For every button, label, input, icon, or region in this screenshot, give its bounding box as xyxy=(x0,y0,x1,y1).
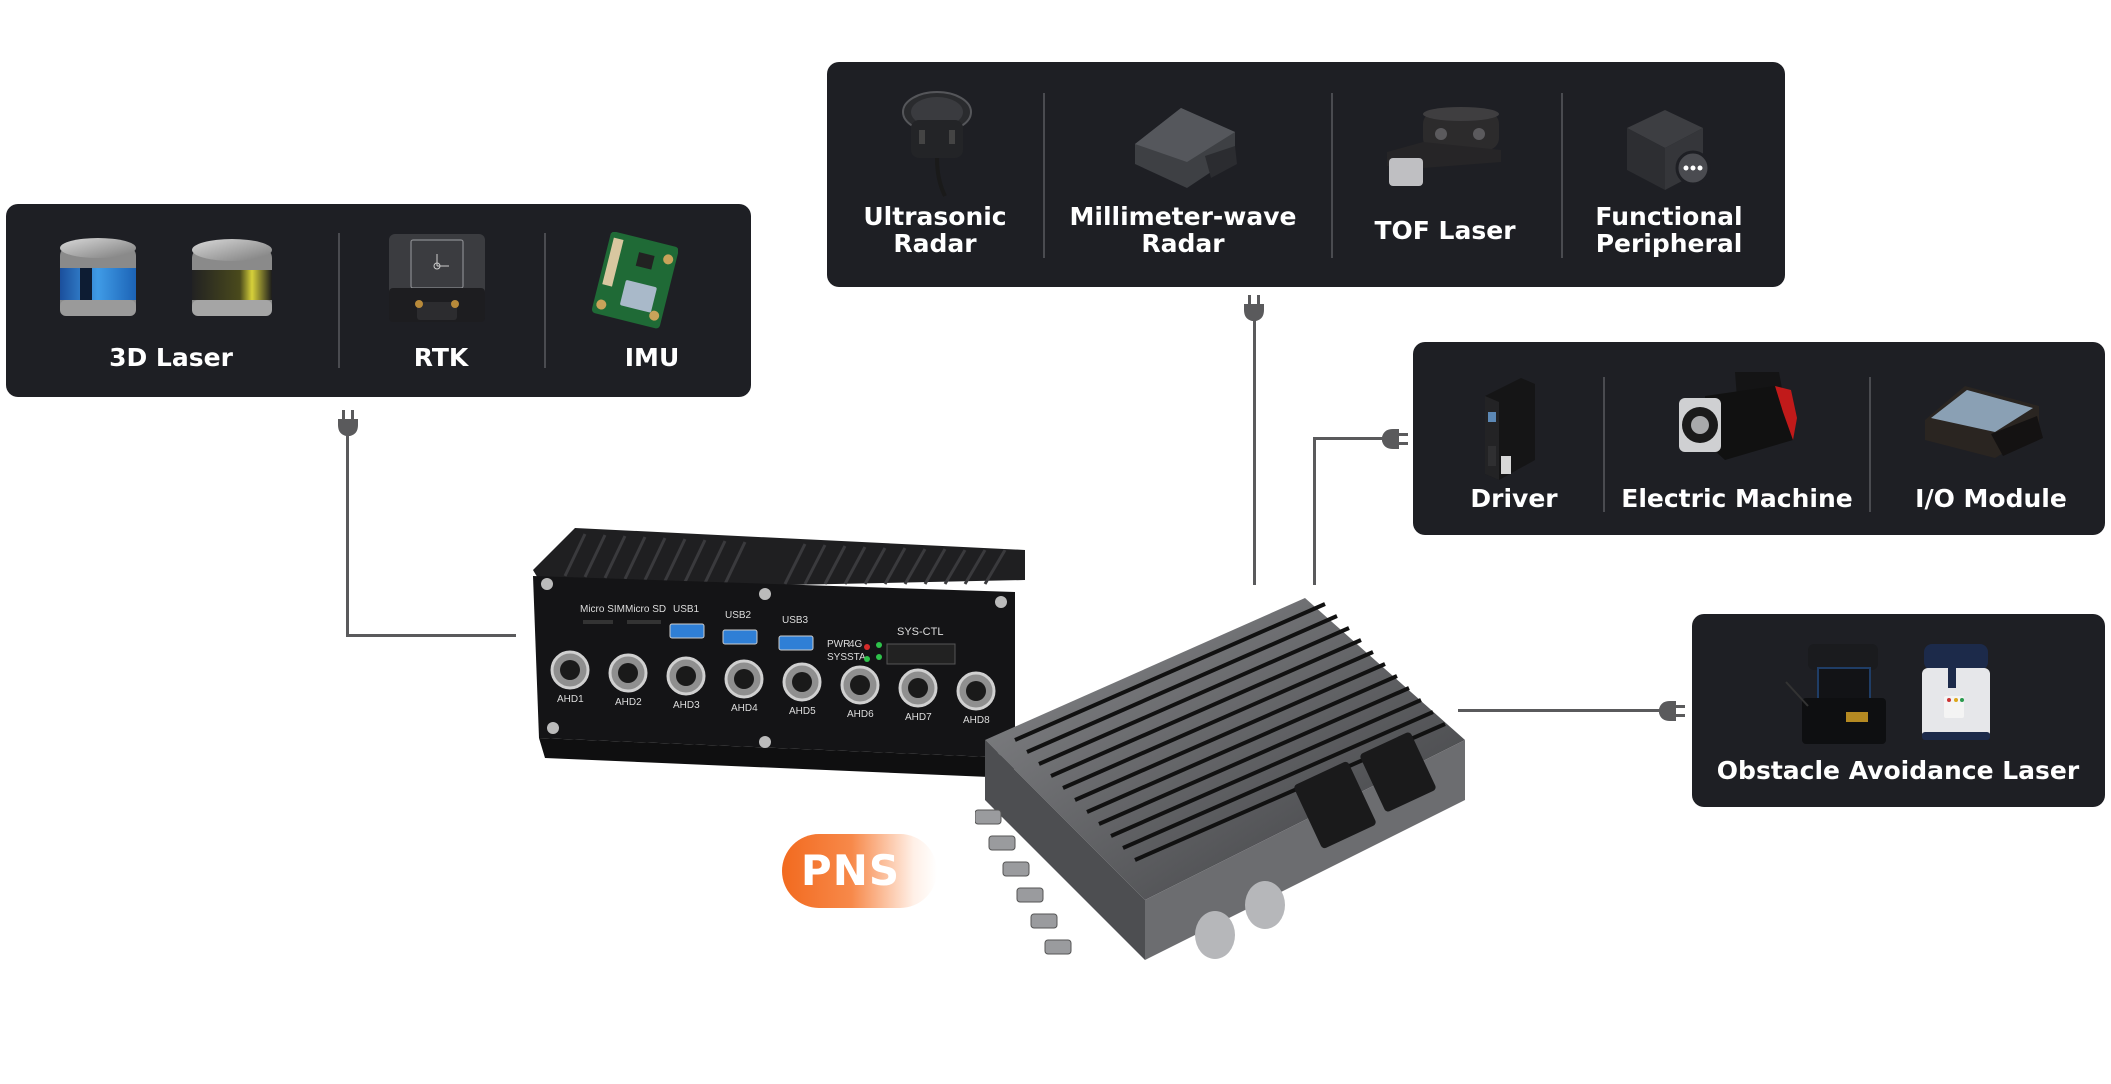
ahd-port-socket xyxy=(966,681,986,701)
actuation-group: Driver Electric Machine I/O Module xyxy=(1413,342,2105,535)
industrial-controller-front: Micro SIM Micro SD USB1 USB2 USB3 PWR 4G… xyxy=(533,528,1025,778)
ahd-port-label: AHD7 xyxy=(905,712,932,723)
peripheral-box-icon xyxy=(1627,110,1711,190)
servo-motor-icon xyxy=(1679,372,1797,460)
ahd-port-label: AHD3 xyxy=(673,700,700,711)
plug-icon xyxy=(1659,701,1685,721)
connection-wire-left xyxy=(346,434,349,637)
divider xyxy=(1331,93,1333,258)
plug-icon xyxy=(1244,295,1264,321)
item-label-io-module: I/O Module xyxy=(1915,484,2067,513)
safety-group: Obstacle Avoidance Laser xyxy=(1692,614,2105,807)
usb-label: USB2 xyxy=(725,610,752,621)
connection-wire-top xyxy=(1253,320,1256,585)
led-label: STA xyxy=(847,652,866,663)
pns-badge: PNS xyxy=(782,834,937,908)
label-line: Ultrasonic xyxy=(863,202,1007,231)
usb-label: USB1 xyxy=(673,604,700,615)
plug-icon xyxy=(1382,429,1408,449)
item-label-imu: IMU xyxy=(624,343,680,372)
ahd-port-socket xyxy=(560,660,580,680)
divider xyxy=(1603,377,1605,512)
divider xyxy=(1869,377,1871,512)
item-label-driver: Driver xyxy=(1470,484,1558,513)
plug-icon xyxy=(338,410,358,436)
label-line: Radar xyxy=(893,229,977,258)
sensor-group-perception: Ultrasonic Radar Millimeter-wave Radar T… xyxy=(827,62,1785,287)
slot-label: Micro SD xyxy=(625,604,666,615)
item-label-tof-laser: TOF Laser xyxy=(1374,216,1516,245)
divider xyxy=(544,233,546,368)
pns-controller xyxy=(975,598,1465,960)
label-line: Radar xyxy=(1141,229,1225,258)
ahd-port-socket xyxy=(792,672,812,692)
connection-wire-actuation xyxy=(1313,437,1316,585)
usb-label: USB3 xyxy=(782,615,809,626)
safety-laser-scanner-icon xyxy=(1785,644,1990,744)
header-label: SYS-CTL xyxy=(897,626,943,638)
item-label-rtk: RTK xyxy=(413,343,469,372)
led-label: SYS xyxy=(827,652,847,663)
item-label-functional-peripheral: Functional Peripheral xyxy=(1595,203,1742,257)
pns-badge-text: PNS xyxy=(800,846,901,895)
divider xyxy=(1561,93,1563,258)
divider xyxy=(1043,93,1045,258)
label-line: Functional xyxy=(1595,202,1743,231)
servo-driver-icon xyxy=(1485,378,1535,480)
ahd-port-label: AHD8 xyxy=(963,715,990,726)
connection-wire-safety xyxy=(1458,709,1660,712)
connection-wire-actuation xyxy=(1313,437,1383,440)
label-line: Millimeter-wave xyxy=(1069,202,1297,231)
sensor-group-positioning: 3D Laser RTK IMU xyxy=(6,204,751,397)
io-module-icon xyxy=(1925,386,2043,458)
ahd-port-socket xyxy=(734,669,754,689)
item-label-electric-machine: Electric Machine xyxy=(1621,484,1853,513)
ahd-port-socket xyxy=(908,678,928,698)
3d-lidar-icon xyxy=(60,238,272,316)
ahd-port-socket xyxy=(618,663,638,683)
ahd-port-label: AHD5 xyxy=(789,706,816,717)
item-label-mmwave-radar: Millimeter-wave Radar xyxy=(1070,203,1297,257)
rtk-module-icon xyxy=(389,234,485,322)
ahd-port-label: AHD6 xyxy=(847,709,874,720)
item-label-ultrasonic-radar: Ultrasonic Radar xyxy=(863,203,1006,257)
connection-wire-left xyxy=(346,634,516,637)
ahd-port-label: AHD2 xyxy=(615,697,642,708)
label-line: Peripheral xyxy=(1595,229,1743,258)
ahd-port-label: AHD4 xyxy=(731,703,758,714)
ahd-port-label: AHD1 xyxy=(557,694,584,705)
divider xyxy=(338,233,340,368)
ahd-port-socket xyxy=(676,666,696,686)
ahd-port-socket xyxy=(850,675,870,695)
imu-board-icon xyxy=(592,232,678,329)
mmwave-radar-icon xyxy=(1135,108,1237,188)
tof-laser-icon xyxy=(1387,107,1501,186)
slot-label: Micro SIM xyxy=(580,604,625,615)
led-label: 4G xyxy=(849,639,863,650)
ultrasonic-radar-icon xyxy=(902,91,972,197)
led-label: PWR xyxy=(827,639,850,650)
item-label-obstacle-avoidance-laser: Obstacle Avoidance Laser xyxy=(1716,756,2080,785)
item-label-3d-laser: 3D Laser xyxy=(109,343,233,372)
